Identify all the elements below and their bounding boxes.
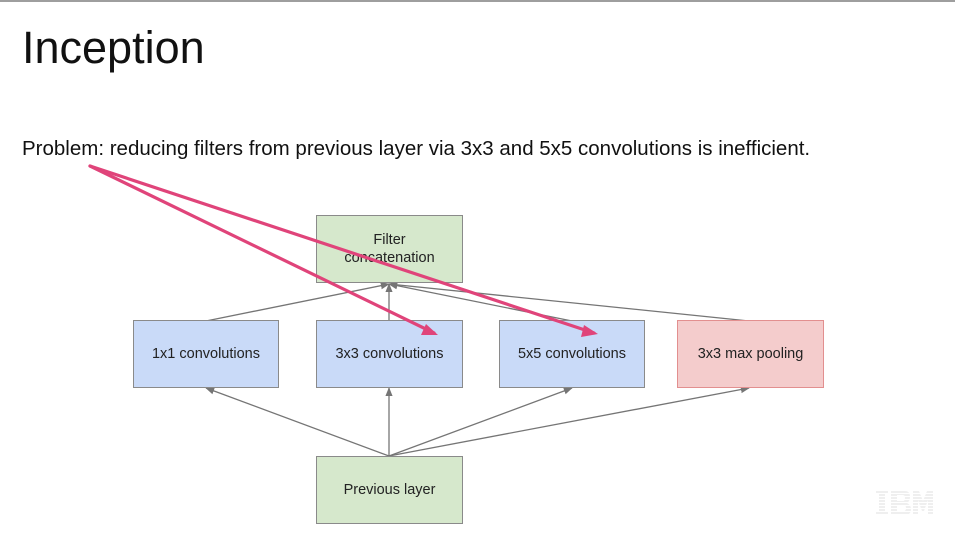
annotation-arrowhead-5x5 <box>581 325 598 337</box>
edge-pool-to-concat <box>388 281 750 322</box>
max-pooling-node: 3x3 max pooling <box>677 320 824 388</box>
ibm-logo <box>876 491 933 515</box>
edge-prev-to-1x1 <box>205 387 390 457</box>
slide-title: Inception <box>22 22 205 73</box>
edge-prev-to-pool <box>388 385 750 457</box>
conv-5x5-label: 5x5 convolutions <box>517 346 626 362</box>
conv-3x3-node: 3x3 convolutions <box>316 320 463 388</box>
conv-1x1-node: 1x1 convolutions <box>133 320 279 388</box>
edge-1x1-to-concat <box>205 282 390 322</box>
annotation-arrow-to-5x5 <box>88 164 596 335</box>
previous-layer-label: Previous layer <box>343 482 436 498</box>
annotation-arrow-to-3x3 <box>88 164 436 335</box>
conv-1x1-label: 1x1 convolutions <box>151 346 260 362</box>
top-rule <box>0 0 955 2</box>
previous-layer-node: Previous layer <box>316 456 463 524</box>
max-pooling-label: 3x3 max pooling <box>697 346 804 362</box>
filter-concatenation-line-2: concatenation <box>344 250 435 266</box>
annotation-arrowhead-3x3 <box>421 324 438 335</box>
problem-statement: Problem: reducing filters from previous … <box>22 137 811 160</box>
conv-3x3-label: 3x3 convolutions <box>335 346 444 362</box>
filter-concatenation-line-1: Filter <box>373 232 406 248</box>
edge-prev-to-5x5 <box>388 387 573 457</box>
conv-5x5-node: 5x5 convolutions <box>499 320 645 388</box>
